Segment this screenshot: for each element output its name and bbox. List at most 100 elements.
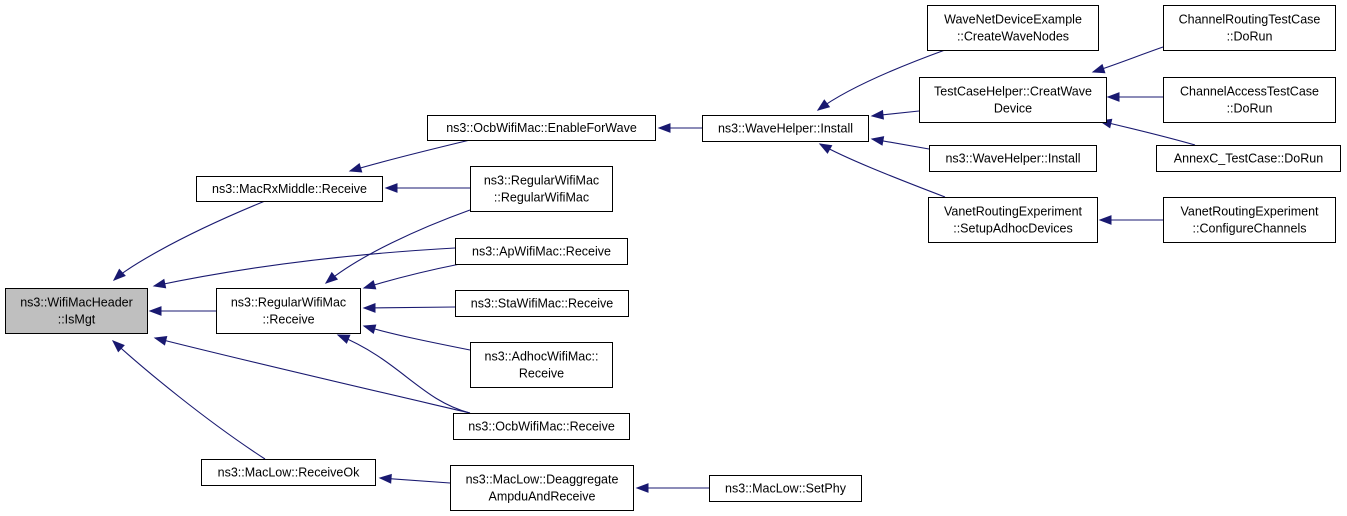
arrowhead-icon bbox=[362, 302, 376, 313]
edge-line bbox=[325, 209, 471, 284]
edge-line bbox=[363, 325, 471, 351]
node-label: ns3::WaveHelper::Install bbox=[945, 152, 1080, 166]
node-label: ::Receive bbox=[262, 313, 314, 327]
node-maclow-receiveok[interactable]: ns3::MacLow::ReceiveOk bbox=[201, 459, 376, 486]
node-label: Receive bbox=[519, 367, 564, 381]
edge-line bbox=[817, 49, 946, 111]
node-label: ns3::MacLow::SetPhy bbox=[725, 482, 847, 496]
edges-layer bbox=[111, 46, 1196, 493]
edge-line bbox=[1099, 120, 1196, 146]
node-channelrouting-dorun[interactable]: ChannelRoutingTestCase::DoRun bbox=[1163, 5, 1336, 51]
node-box bbox=[201, 459, 376, 486]
node-box bbox=[1163, 5, 1336, 51]
node-wavenetdevice-createwavenodes[interactable]: WaveNetDeviceExample::CreateWaveNodes bbox=[927, 5, 1099, 51]
edge-line bbox=[153, 247, 456, 287]
edge-ocbwifimac_receive-to-ismgt bbox=[153, 336, 471, 414]
edge-line bbox=[112, 340, 266, 460]
node-wavehelper-install2[interactable]: ns3::WaveHelper::Install bbox=[929, 145, 1097, 172]
node-label: WaveNetDeviceExample bbox=[944, 13, 1082, 27]
nodes-layer: ns3::WifiMacHeader::IsMgt ns3::MacRxMiddl… bbox=[5, 5, 1341, 511]
edge-ocbwifimac_receive-to-regularwifimac_receive bbox=[336, 334, 471, 414]
arrowhead-icon bbox=[362, 324, 377, 334]
node-box bbox=[196, 176, 383, 202]
edge-macrxmiddle_receive-to-ismgt bbox=[112, 200, 266, 281]
node-box bbox=[928, 197, 1098, 243]
node-box bbox=[470, 342, 613, 388]
edge-ocbwifimac_enableforwave-to-macrxmiddle_receive bbox=[348, 139, 471, 173]
node-box bbox=[427, 115, 656, 141]
node-annexc-dorun[interactable]: AnnexC_TestCase::DoRun bbox=[1156, 145, 1341, 172]
node-box bbox=[1163, 77, 1336, 123]
edge-channelaccess_dorun-to-testcasehelper_creatwavedevice bbox=[1106, 92, 1163, 102]
node-stawifimac-receive[interactable]: ns3::StaWifiMac::Receive bbox=[455, 290, 629, 317]
edge-adhocwifimac_receive-to-regularwifimac_receive bbox=[362, 324, 471, 351]
node-label: ns3::WaveHelper::Install bbox=[718, 122, 853, 136]
arrowhead-icon bbox=[1091, 63, 1106, 74]
node-label: ::ConfigureChannels bbox=[1193, 222, 1307, 236]
edge-apwifimac_receive-to-regularwifimac_receive bbox=[362, 263, 461, 290]
node-box bbox=[455, 290, 629, 317]
node-label: ns3::OcbWifiMac::EnableForWave bbox=[446, 121, 637, 135]
node-label: ns3::WifiMacHeader bbox=[20, 296, 133, 310]
node-label: ::DoRun bbox=[1227, 102, 1273, 116]
node-ocbwifimac-enableforwave[interactable]: ns3::OcbWifiMac::EnableForWave bbox=[427, 115, 656, 141]
arrowhead-icon bbox=[818, 143, 833, 154]
node-regularwifimac-receive[interactable]: ns3::RegularWifiMac::Receive bbox=[216, 288, 361, 334]
edge-maclow_setphy-to-maclow_deaggregate bbox=[635, 483, 709, 493]
node-label: TestCaseHelper::CreatWave bbox=[934, 85, 1092, 99]
node-vanet-setupadhocdevices[interactable]: VanetRoutingExperiment::SetupAdhocDevice… bbox=[928, 197, 1098, 243]
node-apwifimac-receive[interactable]: ns3::ApWifiMac::Receive bbox=[455, 238, 628, 265]
node-regularwifimac-ctor[interactable]: ns3::RegularWifiMac::RegularWifiMac bbox=[470, 166, 613, 212]
node-macrxmiddle-receive[interactable]: ns3::MacRxMiddle::Receive bbox=[196, 176, 383, 202]
arrowhead-icon bbox=[152, 278, 167, 289]
node-box bbox=[702, 115, 869, 142]
node-box bbox=[470, 166, 613, 212]
node-label: ns3::AdhocWifiMac:: bbox=[485, 350, 599, 364]
arrowhead-icon bbox=[816, 99, 831, 111]
edge-vanet_configurechannels-to-vanet_setupadhocdevices bbox=[1098, 215, 1163, 225]
edge-line bbox=[113, 200, 266, 281]
edge-regularwifimac_receive-to-ismgt bbox=[148, 306, 216, 316]
node-channelaccess-dorun[interactable]: ChannelAccessTestCase::DoRun bbox=[1163, 77, 1336, 123]
edge-line bbox=[363, 263, 461, 289]
node-label: ::CreateWaveNodes bbox=[957, 30, 1069, 44]
edge-stawifimac_receive-to-regularwifimac_receive bbox=[362, 302, 456, 313]
node-label: ::IsMgt bbox=[58, 313, 96, 327]
edge-line bbox=[337, 334, 471, 414]
node-box bbox=[455, 238, 628, 265]
node-box bbox=[709, 475, 862, 502]
node-box bbox=[1156, 145, 1341, 172]
node-label: VanetRoutingExperiment bbox=[1180, 205, 1319, 219]
arrowhead-icon bbox=[870, 136, 885, 146]
node-ismgt[interactable]: ns3::WifiMacHeader::IsMgt bbox=[5, 288, 148, 334]
arrowhead-icon bbox=[336, 334, 351, 344]
node-label: ::DoRun bbox=[1227, 30, 1273, 44]
arrowhead-icon bbox=[348, 162, 363, 173]
node-adhocwifimac-receive[interactable]: ns3::AdhocWifiMac::Receive bbox=[470, 342, 613, 388]
arrowhead-icon bbox=[362, 279, 377, 290]
node-label: ::RegularWifiMac bbox=[494, 191, 589, 205]
node-maclow-setphy[interactable]: ns3::MacLow::SetPhy bbox=[709, 475, 862, 502]
edge-maclow_receiveok-to-ismgt bbox=[111, 340, 266, 460]
root-node-box bbox=[5, 288, 148, 334]
edge-regularwifimac_ctor-to-macrxmiddle_receive bbox=[384, 183, 470, 193]
node-wavehelper-install[interactable]: ns3::WaveHelper::Install bbox=[702, 115, 869, 142]
node-vanet-configurechannels[interactable]: VanetRoutingExperiment::ConfigureChannel… bbox=[1163, 197, 1336, 243]
arrowhead-icon bbox=[1098, 215, 1112, 225]
edge-wavenetdevice_createwavenodes-to-wavehelper_install bbox=[816, 49, 946, 111]
node-label: ns3::ApWifiMac::Receive bbox=[472, 245, 611, 259]
edge-line bbox=[154, 337, 471, 414]
edge-line bbox=[379, 477, 451, 484]
node-ocbwifimac-receive[interactable]: ns3::OcbWifiMac::Receive bbox=[453, 413, 630, 440]
node-box bbox=[216, 288, 361, 334]
edge-annexc_dorun-to-testcasehelper_creatwavedevice bbox=[1098, 118, 1196, 146]
node-label: ns3::MacLow::ReceiveOk bbox=[218, 466, 360, 480]
arrowhead-icon bbox=[657, 123, 671, 133]
edge-maclow_deaggregate-to-maclow_receiveok bbox=[378, 473, 451, 484]
edge-line bbox=[363, 306, 456, 309]
arrowhead-icon bbox=[111, 340, 125, 353]
arrowhead-icon bbox=[870, 109, 884, 120]
